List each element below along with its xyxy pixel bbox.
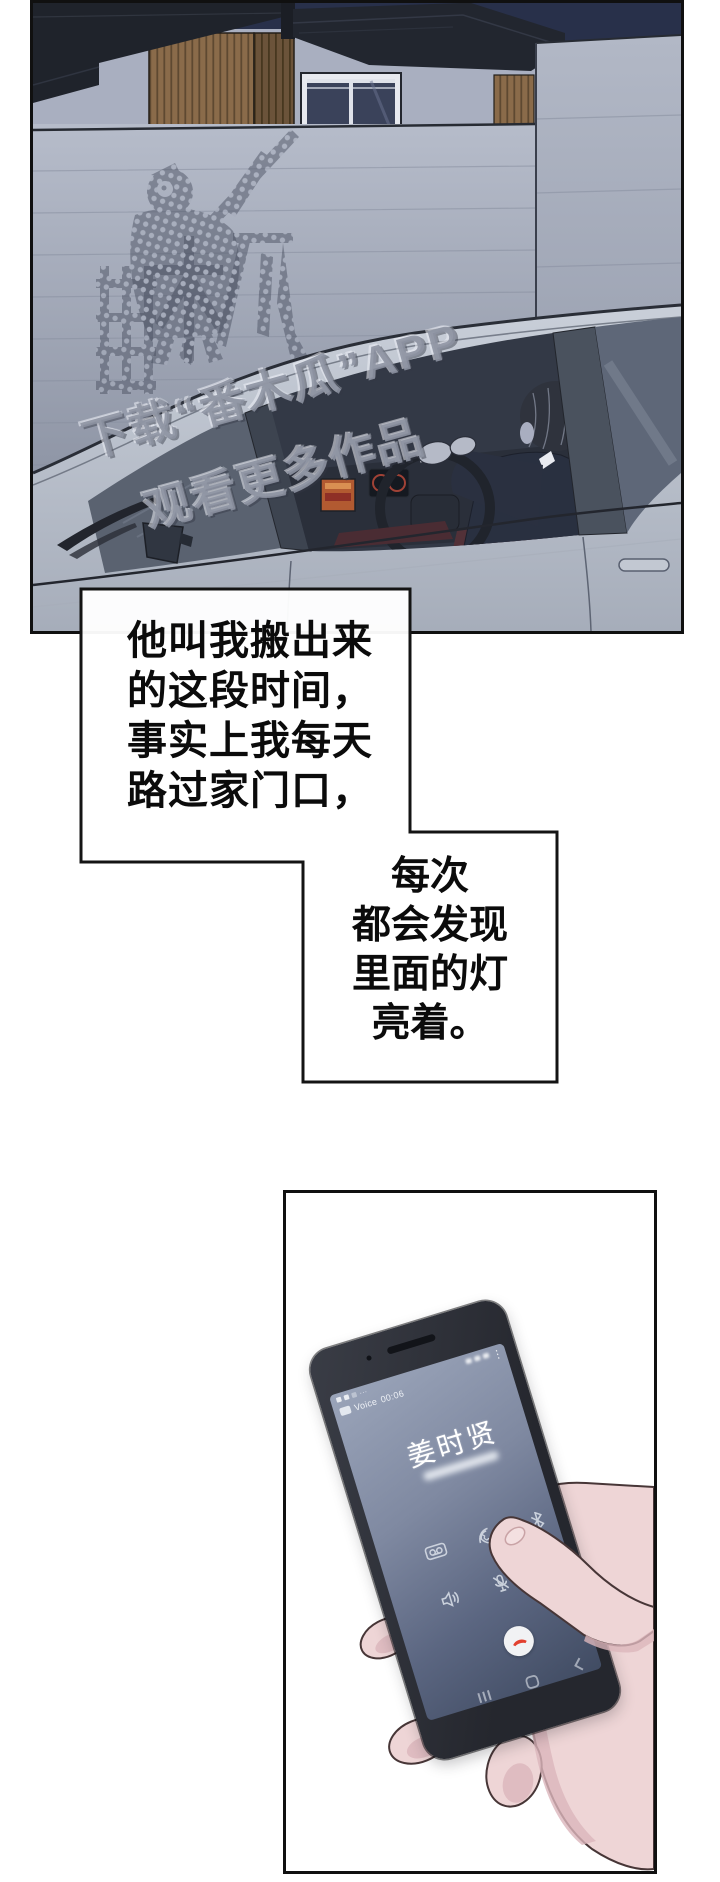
wood-slat-column xyxy=(148,32,295,129)
bubble2-line: 里面的灯 xyxy=(351,953,508,996)
side-mirror xyxy=(142,522,184,564)
end-call-icon xyxy=(512,1639,527,1647)
thumb-nail xyxy=(504,1526,526,1546)
night-scene-illustration xyxy=(33,3,681,631)
wiper xyxy=(57,497,159,551)
mute-icon[interactable] xyxy=(484,1566,519,1601)
home-icon[interactable] xyxy=(520,1671,546,1693)
speaker-icon[interactable] xyxy=(433,1582,468,1617)
bubble2-line: 每次 xyxy=(390,855,469,898)
bubble1-line: 事实上我每天 xyxy=(127,719,373,763)
voicemail-icon[interactable] xyxy=(419,1534,454,1569)
record-call-icon[interactable] xyxy=(469,1518,504,1553)
back-icon[interactable] xyxy=(565,1654,591,1676)
house-window xyxy=(300,72,402,129)
panel-phone: ··· Voice 00:06 ⋮ 姜时贤 xyxy=(283,1190,657,1874)
end-call-button[interactable] xyxy=(500,1622,538,1660)
phone-screen: ··· Voice 00:06 ⋮ 姜时贤 xyxy=(328,1342,603,1722)
windshield xyxy=(88,413,281,573)
rear-window xyxy=(595,317,681,533)
bubble2-line: 亮着。 xyxy=(371,1002,489,1045)
recents-icon[interactable] xyxy=(472,1686,498,1708)
door-handle xyxy=(618,558,670,572)
narration-bubble-1: 他叫我搬出来 的这段时间， 事实上我每天 路过家门口， xyxy=(127,616,373,816)
narration-bubble-2: 每次 都会发现 里面的灯 亮着。 xyxy=(303,852,557,1048)
car xyxy=(33,303,681,631)
panel-scene: 下载“番木瓜”APP 观看更多作品 番木瓜 xyxy=(30,0,684,634)
thumb xyxy=(488,1516,654,1647)
bluetooth-icon[interactable] xyxy=(520,1503,555,1538)
bubble1-line: 的这段时间， xyxy=(127,669,373,713)
wood-slat-right xyxy=(493,74,535,126)
smartphone: ··· Voice 00:06 ⋮ 姜时贤 xyxy=(304,1295,626,1765)
bubble1-line: 他叫我搬出来 xyxy=(127,619,373,663)
house-roof xyxy=(33,3,565,103)
car-interior xyxy=(269,381,579,552)
thumb-over-screen xyxy=(488,1516,654,1653)
watermark-glyphs xyxy=(96,233,307,394)
bubble1-line: 路过家门口， xyxy=(127,769,373,813)
bubble2-line: 都会发现 xyxy=(351,904,508,947)
